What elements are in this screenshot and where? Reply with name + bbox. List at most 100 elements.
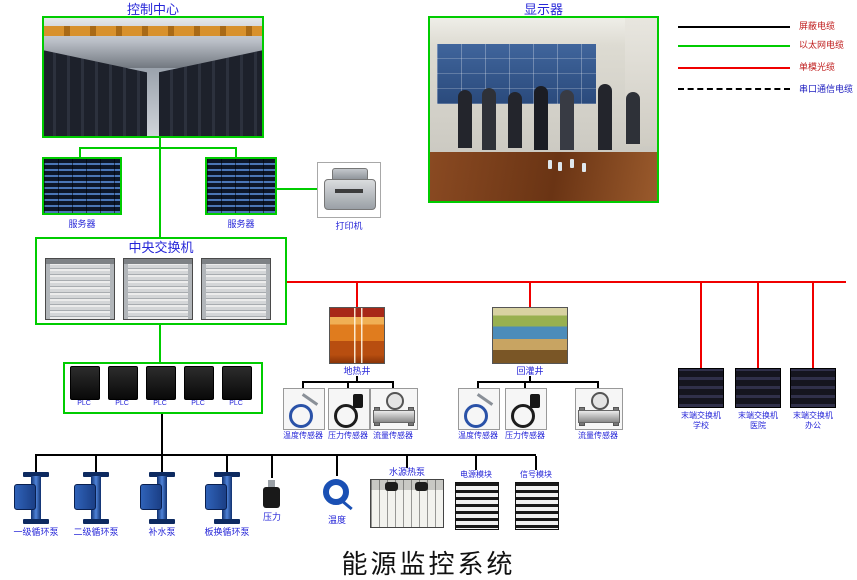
end-switch-hospital-image xyxy=(735,368,781,408)
flow-pipe xyxy=(578,410,620,423)
end-switch-office-label: 末端交换机 办公 xyxy=(783,411,843,430)
temperature-sensor-label: 温度传感器 xyxy=(283,431,323,440)
sensor-cable-coil xyxy=(511,404,535,428)
shielded-link-plc-to-bus xyxy=(161,414,163,455)
printer-body xyxy=(324,179,376,211)
pump-flange xyxy=(214,472,240,477)
ethernet-link-server-branch xyxy=(79,147,237,149)
plc-module xyxy=(70,366,100,400)
plc-module-label: PLC xyxy=(153,400,167,407)
diagram-title: 能源监控系统 xyxy=(341,550,516,580)
end-switch-name: 末端交换机 xyxy=(681,411,721,420)
pressure-device-label: 压力 xyxy=(262,512,281,522)
pump-pipe xyxy=(31,476,41,520)
central-switch-label: 中央交换机 xyxy=(128,240,194,255)
person-silhouette xyxy=(482,88,496,150)
shielded-well2-drop1 xyxy=(477,381,479,388)
shielded-drop-pump2 xyxy=(95,456,97,472)
temperature-sensor-image xyxy=(458,388,500,430)
io-module1-label: 电源模块 xyxy=(460,470,492,479)
shielded-well2-bus xyxy=(477,381,599,383)
central-switch-group xyxy=(35,237,287,325)
server-left-label: 服务器 xyxy=(68,219,96,229)
sensor-cable-coil xyxy=(464,404,488,428)
plc-module xyxy=(108,366,138,400)
ethernet-link-printer xyxy=(277,188,317,190)
temperature-device-label: 温度 xyxy=(327,515,346,525)
end-switch-office-image xyxy=(790,368,836,408)
server-right-label: 服务器 xyxy=(227,219,255,229)
pump-pipe xyxy=(91,476,101,520)
server-racks-right xyxy=(159,49,262,136)
end-switch-school-image xyxy=(678,368,724,408)
person-silhouette xyxy=(534,86,548,150)
pump-makeup-water-label: 补水泵 xyxy=(148,527,176,537)
transmitter-stem xyxy=(268,480,275,488)
plc-module xyxy=(222,366,252,400)
legend-label-serial: 串口通信电缆 xyxy=(799,84,854,94)
water-bottle xyxy=(548,160,552,169)
fiber-drop-geothermal xyxy=(356,283,358,307)
legend-line-serial xyxy=(678,88,790,90)
shielded-well2-drop3 xyxy=(597,381,599,388)
pump-primary-loop-label: 一级循环泵 xyxy=(13,527,59,537)
core-switch-chassis xyxy=(123,258,193,320)
pump-pipe xyxy=(157,476,167,520)
plc-module-label: PLC xyxy=(191,400,205,407)
sensor-cable-coil xyxy=(289,404,313,428)
chiller-pipe xyxy=(385,482,398,491)
end-switch-site: 学校 xyxy=(693,420,709,430)
reinjection-well-label: 回灌井 xyxy=(516,366,544,376)
legend-label-ethernet: 以太网电缆 xyxy=(799,40,845,50)
legend-line-ethernet xyxy=(678,45,790,47)
shielded-drop-heatpump xyxy=(406,456,408,468)
pressure-sensor-image xyxy=(505,388,547,430)
core-switch-chassis xyxy=(201,258,271,320)
end-switch-site: 医院 xyxy=(750,420,766,430)
geothermal-well-photo xyxy=(329,307,385,364)
io-module1-image xyxy=(455,482,499,530)
chiller-pipe xyxy=(415,482,428,491)
pump-flange xyxy=(214,519,240,524)
pump-motor xyxy=(14,484,36,510)
end-switch-site: 办公 xyxy=(805,420,821,430)
fiber-drop-reinjection xyxy=(529,283,531,307)
pump-flange xyxy=(23,472,49,477)
gauge-ring xyxy=(323,479,349,505)
shielded-well1-drop3 xyxy=(392,381,394,388)
pressure-sensor-image xyxy=(328,388,370,430)
display-room-photo xyxy=(428,16,659,203)
control-center-photo xyxy=(42,16,264,138)
pump-primary-loop xyxy=(14,472,58,524)
shielded-drop-module1 xyxy=(475,456,477,470)
pump-motor xyxy=(140,484,162,510)
pump-plate-exchanger-label: 板换循环泵 xyxy=(204,527,250,537)
transmitter-body xyxy=(263,487,280,508)
heat-pump-image xyxy=(370,479,444,528)
pump-secondary-loop xyxy=(74,472,118,524)
temperature-sensor-image xyxy=(283,388,325,430)
plc-module-label: PLC xyxy=(115,400,129,407)
plc-module-label: PLC xyxy=(77,400,91,407)
pump-pipe xyxy=(222,476,232,520)
plc-module xyxy=(146,366,176,400)
heat-pump-label: 水源热泵 xyxy=(388,467,425,477)
end-switch-name: 末端交换机 xyxy=(793,411,833,420)
server-left-photo xyxy=(42,157,122,215)
temperature-gauge-image xyxy=(320,476,354,511)
shielded-well2-drop2 xyxy=(524,381,526,388)
sensor-cable-coil xyxy=(334,404,358,428)
pressure-transmitter-image xyxy=(258,478,286,510)
person-silhouette xyxy=(626,92,640,144)
person-silhouette xyxy=(458,90,472,148)
plc-module xyxy=(184,366,214,400)
legend-line-fiber xyxy=(678,67,790,69)
fiber-drop-school xyxy=(700,283,702,368)
printer-image xyxy=(317,162,381,218)
geothermal-well-label: 地热井 xyxy=(343,366,371,376)
legend-label-fiber: 单模光缆 xyxy=(799,62,836,72)
gauge-cable xyxy=(342,500,353,511)
printer-paper-slot xyxy=(335,188,363,193)
flow-dial xyxy=(386,392,404,410)
